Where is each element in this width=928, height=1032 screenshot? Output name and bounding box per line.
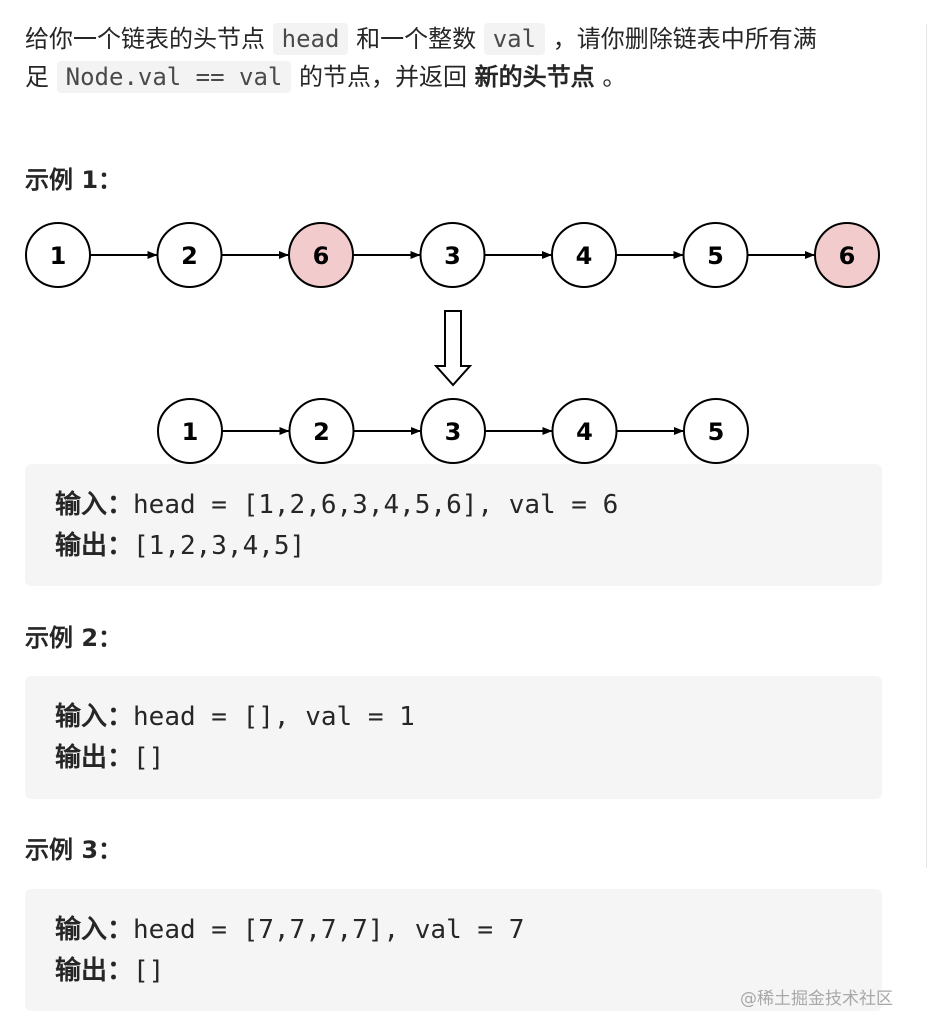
intro-text-1: 给你一个链表的头节点 [25, 25, 265, 53]
example-1-output-row: 输出：[1,2,3,4,5] [55, 526, 882, 567]
original-node [682, 222, 749, 288]
example-1-input: head = [1,2,6,3,4,5,6], val = 6 [133, 490, 619, 520]
code-condition: Node.val == val [56, 61, 292, 93]
result-node-label: 1 [182, 418, 199, 446]
original-node [288, 222, 354, 288]
result-node-label: 5 [708, 418, 725, 446]
result-list: 1 2 3 4 5 [157, 398, 749, 464]
intro-emphasis: 新的头节点 [474, 63, 595, 91]
example-2-input-row: 输入：head = [], val = 1 [55, 697, 882, 738]
original-node [814, 222, 880, 288]
input-label: 输入： [55, 915, 134, 945]
example-3-input: head = [7,7,7,7], val = 7 [133, 915, 525, 945]
original-node-label: 1 [50, 242, 67, 270]
example-2-box: 输入：head = [], val = 1 输出：[] [25, 676, 882, 799]
example-2-input: head = [], val = 1 [133, 702, 415, 732]
example-2-output: [] [133, 743, 165, 773]
result-node [683, 398, 749, 464]
original-node-label: 6 [313, 242, 330, 270]
original-node [419, 222, 486, 288]
description-line-2: 足 Node.val == val 的节点，并返回 新的头节点 。 [25, 58, 905, 96]
original-node [156, 222, 223, 288]
input-label: 输入： [55, 702, 134, 732]
example-3-output-row: 输出：[] [55, 951, 882, 992]
right-divider [926, 24, 927, 868]
example-1-output: [1,2,3,4,5] [133, 531, 306, 561]
original-node-label: 4 [576, 242, 593, 270]
result-node-label: 3 [445, 418, 462, 446]
original-node [25, 222, 91, 288]
description-line-1: 给你一个链表的头节点 head 和一个整数 val ，请你删除链表中所有满 [25, 20, 905, 58]
problem-description: 给你一个链表的头节点 head 和一个整数 val ，请你删除链表中所有满 足 … [25, 20, 905, 96]
example-2-title: 示例 2： [25, 624, 123, 652]
intro-text-3: ，请你删除链表中所有满 [552, 25, 817, 53]
output-label: 输出： [55, 956, 134, 986]
intro-text-6: 。 [602, 63, 627, 91]
result-node [288, 398, 355, 464]
example-3-box: 输入：head = [7,7,7,7], val = 7 输出：[] [25, 889, 882, 1011]
result-node [420, 398, 486, 464]
example-3-title: 示例 3： [25, 836, 123, 864]
example-3-input-row: 输入：head = [7,7,7,7], val = 7 [55, 910, 882, 951]
original-node [551, 222, 617, 288]
example-2-output-row: 输出：[] [55, 738, 882, 779]
result-node-label: 2 [313, 418, 330, 446]
original-node-label: 3 [444, 242, 461, 270]
intro-text-4: 足 [25, 63, 49, 91]
result-node-label: 4 [576, 418, 593, 446]
example-1-title: 示例 1： [25, 166, 123, 194]
original-node-label: 6 [839, 242, 856, 270]
code-head: head [272, 23, 349, 55]
intro-text-2: 和一个整数 [356, 25, 477, 53]
input-label: 输入： [55, 490, 134, 520]
result-node [551, 398, 618, 464]
intro-text-5: 的节点，并返回 [299, 63, 468, 91]
code-val: val [483, 23, 546, 55]
watermark: @稀土掘金技术社区 [740, 989, 893, 1009]
result-node [157, 398, 223, 464]
output-label: 输出： [55, 743, 134, 773]
example-1-box: 输入：head = [1,2,6,3,4,5,6], val = 6 输出：[1… [25, 464, 882, 586]
example-3-output: [] [133, 956, 165, 986]
original-node-label: 5 [707, 242, 724, 270]
transform-arrow-icon [433, 310, 473, 387]
original-list: 1 2 6 3 4 5 6 [25, 222, 880, 288]
linked-list-diagram: 1 2 6 3 4 5 6 1 2 3 4 5 [25, 222, 880, 464]
output-label: 输出： [55, 531, 134, 561]
example-1-input-row: 输入：head = [1,2,6,3,4,5,6], val = 6 [55, 485, 882, 526]
original-node-label: 2 [181, 242, 198, 270]
